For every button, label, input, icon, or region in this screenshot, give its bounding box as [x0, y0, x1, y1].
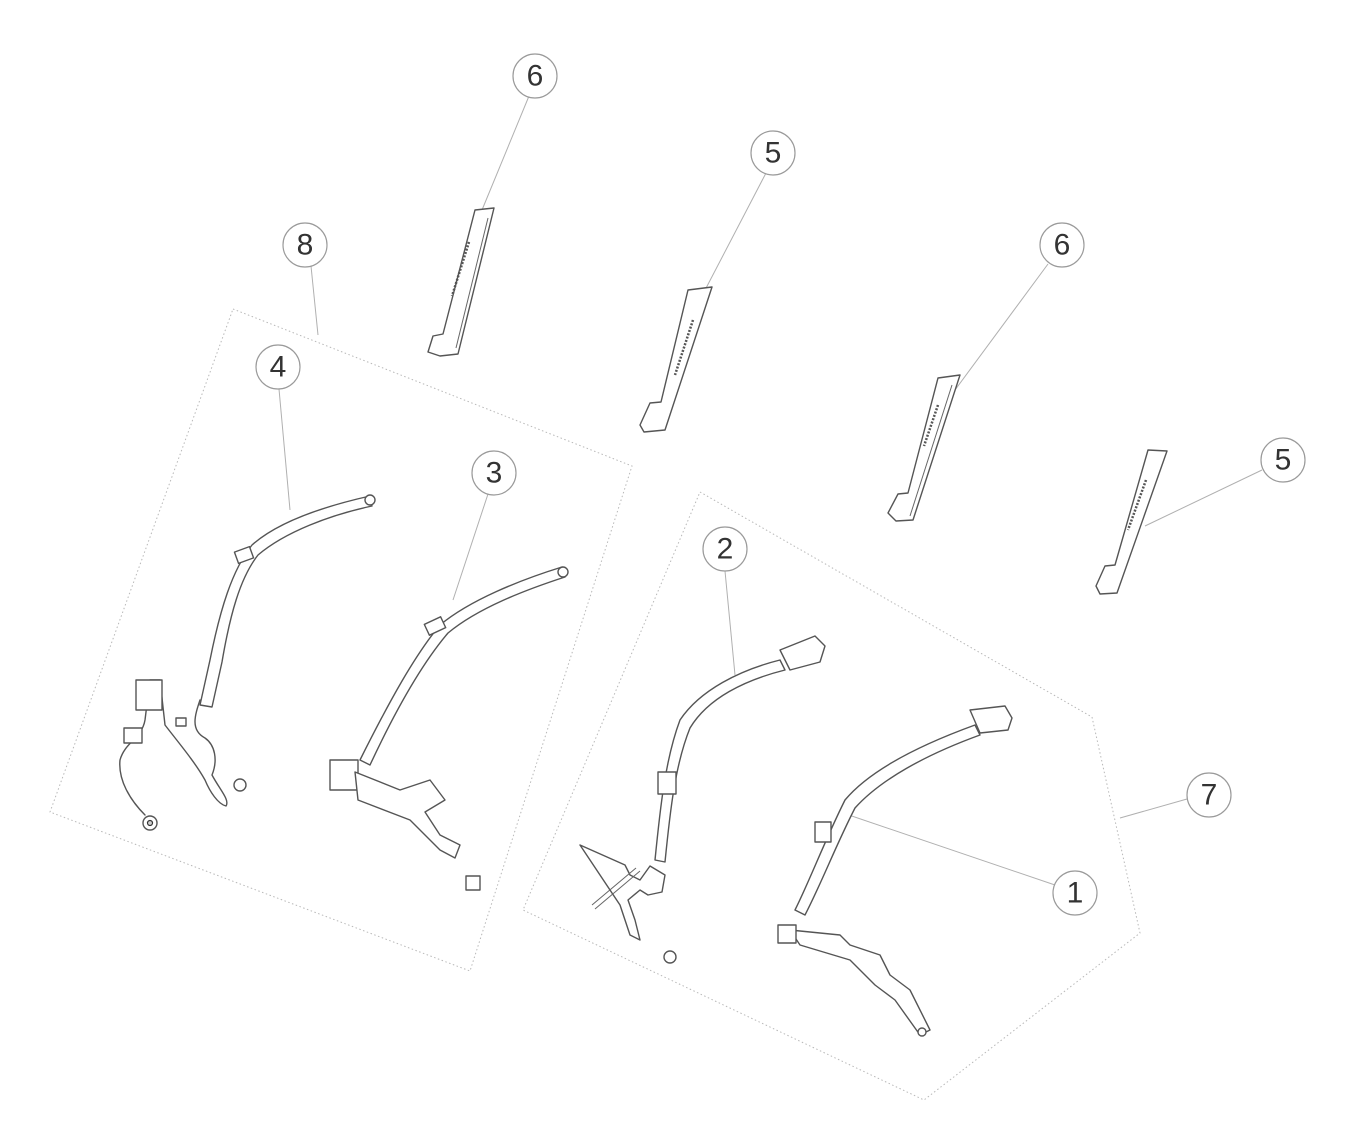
callout-8: 8 — [282, 222, 328, 268]
belt-assembly-3 — [329, 566, 569, 891]
trim-strip-5-top — [639, 286, 713, 433]
callout-2: 2 — [702, 526, 748, 572]
callout-5b: 5 — [1260, 437, 1306, 483]
callout-label: 5 — [765, 137, 782, 170]
callout-label: 4 — [270, 351, 287, 384]
callout-label: 5 — [1275, 444, 1292, 477]
leader-lines — [278, 95, 1263, 886]
belt-assembly-4 — [119, 494, 376, 831]
callout-4: 4 — [255, 344, 301, 390]
callout-label: 6 — [1054, 229, 1071, 262]
belt-assembly-2 — [579, 635, 826, 964]
trim-strip-6-top — [427, 207, 495, 357]
assembly-8-boundary — [49, 308, 633, 972]
callout-label: 6 — [527, 60, 544, 93]
callout-5a: 5 — [750, 130, 796, 176]
callout-label: 7 — [1201, 779, 1218, 812]
callout-1: 1 — [1052, 870, 1098, 916]
callout-7: 7 — [1186, 772, 1232, 818]
trim-strip-6-right — [887, 374, 961, 522]
callout-label: 8 — [297, 229, 314, 262]
assembly-7-boundary — [522, 491, 1141, 1101]
callout-label: 1 — [1067, 877, 1084, 910]
callout-label: 2 — [717, 533, 734, 566]
callout-6b: 6 — [1039, 222, 1085, 268]
callout-6a: 6 — [512, 53, 558, 99]
belt-assembly-1 — [777, 705, 1013, 1037]
trim-strip-5-right — [1095, 449, 1168, 595]
callout-label: 3 — [486, 457, 503, 490]
callout-3: 3 — [471, 450, 517, 496]
